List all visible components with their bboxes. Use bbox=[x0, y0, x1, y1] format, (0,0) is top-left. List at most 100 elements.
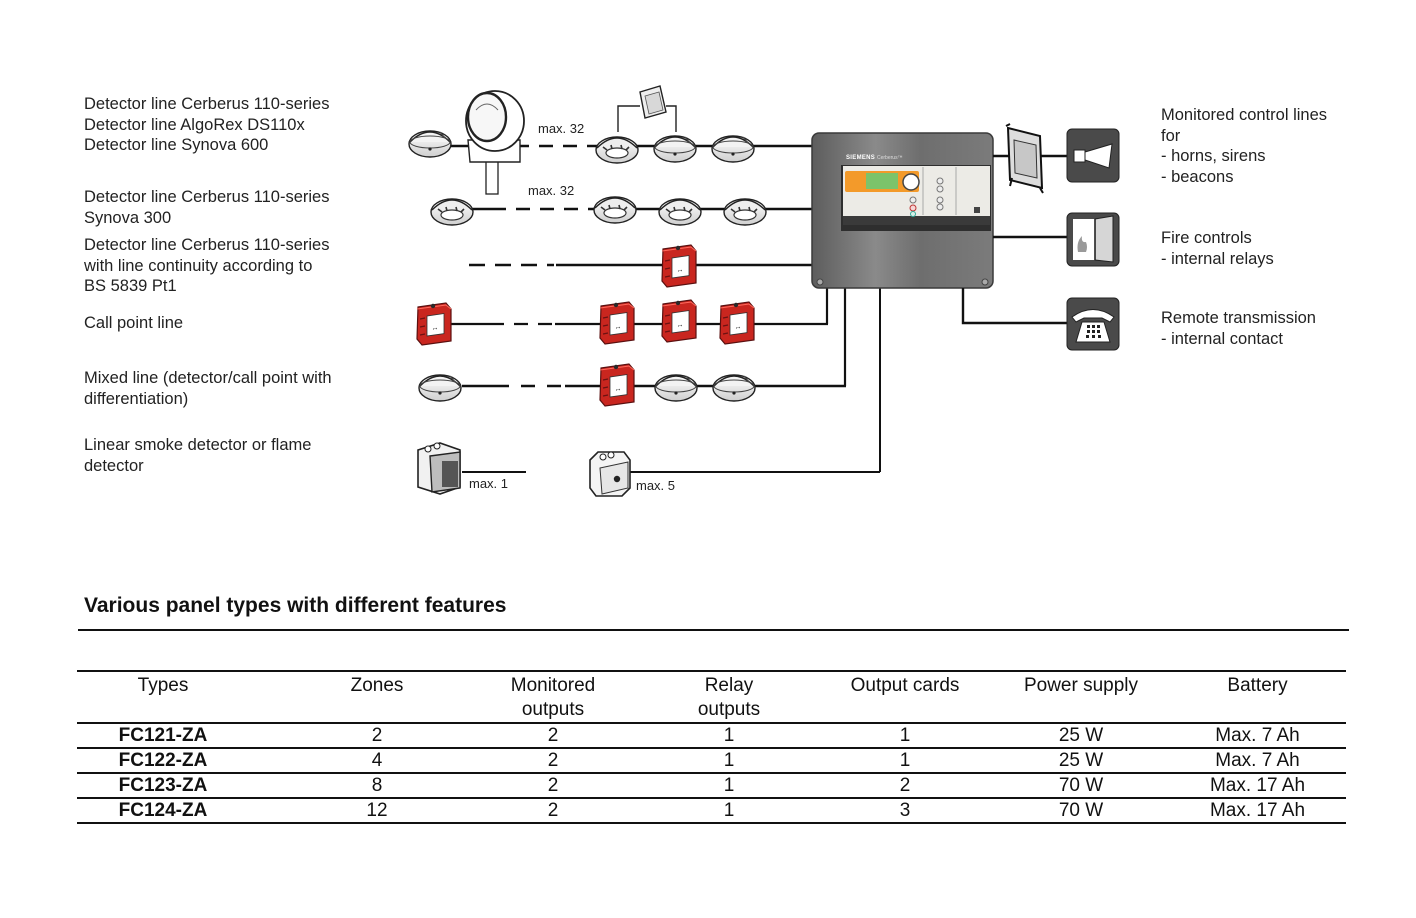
line-label-text: with line continuity according to bbox=[84, 256, 313, 275]
cell-type: FC121-ZA bbox=[77, 722, 289, 748]
cell-output-cards: 2 bbox=[817, 772, 993, 798]
manual-call-point-icon bbox=[661, 299, 697, 343]
table-row: FC122-ZA 4 2 1 1 25 W Max. 7 Ah bbox=[77, 747, 1346, 773]
fire-control-panel bbox=[811, 132, 994, 289]
output-label-text: - horns, sirens bbox=[1161, 147, 1266, 165]
output-label-text: Remote transmission bbox=[1161, 309, 1316, 327]
line-label-text: Mixed line (detector/call point with bbox=[84, 369, 332, 387]
line-label-text: Linear smoke detector or flame bbox=[84, 436, 312, 454]
cell-battery: Max. 7 Ah bbox=[1169, 747, 1346, 773]
cell-output-cards: 1 bbox=[817, 722, 993, 748]
call-point-line bbox=[416, 288, 829, 346]
line-label-3: Detector line Cerberus 110-series with l… bbox=[84, 235, 329, 297]
header-output-cards: Output cards bbox=[850, 675, 960, 696]
remote-indicator-icon bbox=[639, 85, 667, 119]
section-title: Various panel types with different featu… bbox=[84, 594, 507, 617]
aspirating-detector-icon bbox=[465, 90, 525, 195]
line-label-6: Linear smoke detector or flame detector bbox=[84, 435, 311, 476]
smoke-detector-icon bbox=[711, 135, 755, 163]
cell-monitored-outputs: 2 bbox=[465, 797, 641, 824]
table-row: FC124-ZA 12 2 1 3 70 W Max. 17 Ah bbox=[77, 797, 1346, 824]
cell-power-supply: 70 W bbox=[993, 772, 1169, 798]
max-label-linear: max. 1 bbox=[469, 476, 509, 491]
output-label-text: - internal contact bbox=[1161, 329, 1283, 348]
linear-flame-line bbox=[417, 288, 881, 497]
line-label-text: Detector line Cerberus 110-series bbox=[84, 188, 330, 206]
line-label-text: Detector line AlgoRex DS110x bbox=[84, 115, 305, 134]
output-label-fire-controls: Fire controls - internal relays bbox=[1161, 228, 1274, 269]
output-label-text: Fire controls bbox=[1161, 229, 1252, 247]
line-label-2: Detector line Cerberus 110-series Synova… bbox=[84, 187, 329, 228]
cell-relay-outputs: 1 bbox=[641, 722, 817, 748]
cell-monitored-outputs: 2 bbox=[465, 772, 641, 798]
smoke-detector-icon bbox=[712, 374, 756, 402]
heat-detector-icon bbox=[595, 136, 639, 164]
panel-brand: SIEMENS bbox=[846, 155, 876, 161]
smoke-detector-icon bbox=[723, 198, 767, 226]
line-label-text: Synova 300 bbox=[84, 208, 172, 227]
manual-call-point-icon bbox=[416, 302, 452, 346]
cell-type: FC123-ZA bbox=[77, 772, 289, 798]
cell-zones: 4 bbox=[289, 747, 465, 773]
smoke-detector-icon bbox=[408, 130, 452, 158]
cell-power-supply: 70 W bbox=[993, 797, 1169, 824]
mixed-line bbox=[418, 288, 847, 407]
line-label-text: Detector line Cerberus 110-series bbox=[84, 95, 330, 113]
cell-monitored-outputs: 2 bbox=[465, 747, 641, 773]
flame-detector-icon bbox=[589, 451, 631, 497]
detector-line-2 bbox=[430, 196, 812, 226]
cell-battery: Max. 7 Ah bbox=[1169, 722, 1346, 748]
line-label-4: Call point line bbox=[84, 313, 183, 334]
line-label-text: detector bbox=[84, 456, 144, 475]
line-label-1: Detector line Cerberus 110-series Detect… bbox=[84, 94, 329, 156]
table-row: FC123-ZA 8 2 1 2 70 W Max. 17 Ah bbox=[77, 772, 1346, 798]
header-types: Types bbox=[137, 675, 189, 696]
cell-zones: 12 bbox=[289, 797, 465, 824]
telephone-icon bbox=[1066, 297, 1120, 351]
line-label-text: Detector line Cerberus 110-series bbox=[84, 236, 330, 254]
line-label-text: Detector line Synova 600 bbox=[84, 136, 269, 154]
smoke-detector-icon bbox=[653, 135, 697, 163]
linear-smoke-detector-icon bbox=[417, 442, 461, 495]
fire-door-icon bbox=[1066, 212, 1120, 267]
smoke-detector-icon bbox=[418, 374, 462, 402]
horn-icon bbox=[1066, 128, 1120, 183]
max-label-flame: max. 5 bbox=[636, 478, 676, 493]
cell-type: FC122-ZA bbox=[77, 747, 289, 773]
smoke-detector-icon bbox=[593, 196, 637, 224]
cell-type: FC124-ZA bbox=[77, 797, 289, 824]
output-label-text: for bbox=[1161, 126, 1181, 145]
cell-relay-outputs: 1 bbox=[641, 797, 817, 824]
output-wiring bbox=[961, 123, 1067, 325]
line-label-5: Mixed line (detector/call point with dif… bbox=[84, 368, 332, 409]
output-card-module-icon bbox=[1005, 123, 1044, 194]
cell-battery: Max. 17 Ah bbox=[1169, 772, 1346, 798]
manual-call-point-icon bbox=[661, 244, 697, 288]
line-label-text: BS 5839 Pt1 bbox=[84, 277, 177, 295]
detector-line-3 bbox=[469, 244, 812, 288]
output-label-remote: Remote transmission - internal contact bbox=[1161, 308, 1316, 349]
output-label-text: - internal relays bbox=[1161, 249, 1274, 268]
table-row: FC121-ZA 2 2 1 1 25 W Max. 7 Ah bbox=[77, 722, 1346, 748]
output-label-horns: Monitored control lines for - horns, sir… bbox=[1161, 105, 1327, 187]
detector-line-1 bbox=[408, 85, 812, 195]
output-label-text: Monitored control lines bbox=[1161, 106, 1327, 124]
header-battery: Battery bbox=[1227, 675, 1288, 696]
header-zones: Zones bbox=[350, 675, 404, 696]
cell-battery: Max. 17 Ah bbox=[1169, 797, 1346, 824]
cell-output-cards: 3 bbox=[817, 797, 993, 824]
panel-product: Cerberus™ bbox=[877, 155, 903, 161]
cell-relay-outputs: 1 bbox=[641, 772, 817, 798]
header-power-supply: Power supply bbox=[1023, 675, 1139, 696]
smoke-detector-icon bbox=[658, 198, 702, 226]
line-label-text: differentiation) bbox=[84, 389, 189, 408]
title-divider bbox=[78, 629, 1349, 631]
cell-relay-outputs: 1 bbox=[641, 747, 817, 773]
cell-power-supply: 25 W bbox=[993, 722, 1169, 748]
cell-monitored-outputs: 2 bbox=[465, 722, 641, 748]
max-label-line1: max. 32 bbox=[538, 121, 585, 136]
max-label-line2: max. 32 bbox=[528, 183, 575, 198]
